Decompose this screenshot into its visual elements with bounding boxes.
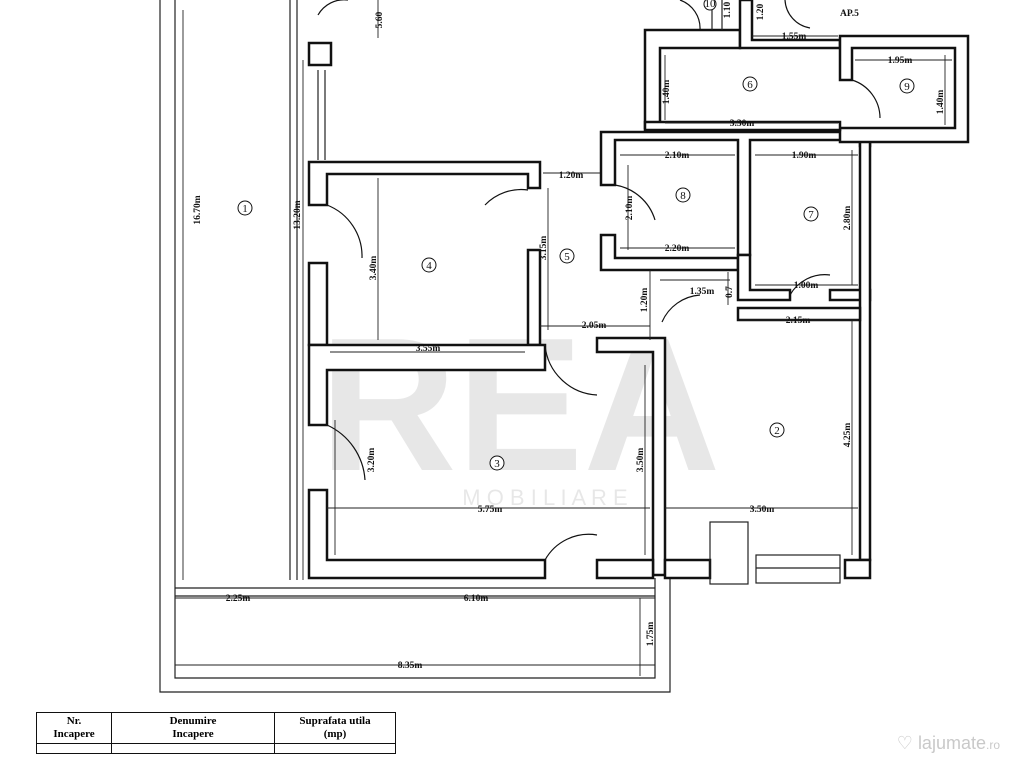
table-cell — [111, 743, 275, 754]
dim-3-55: 3.55m — [416, 344, 441, 354]
dim-6-10: 6.10m — [464, 594, 489, 604]
dimension-labels: 5.60 16.70m 13.20m 3.40m 3.55m 1.20m 3.1… — [193, 1, 946, 671]
room-marker-5: 5 — [559, 248, 575, 264]
room-7-walls — [736, 138, 872, 562]
header-area-label: Suprafata utila (mp) — [299, 715, 371, 740]
svg-text:10: 10 — [705, 0, 717, 10]
room-markers: 1 2 3 4 5 6 7 8 9 10 — [237, 0, 915, 471]
dim-3-15: 3.15m — [539, 236, 549, 261]
dim-1-90: 1.90m — [792, 151, 817, 161]
room-8-walls — [599, 130, 872, 272]
header-area: Suprafata utila (mp) — [274, 712, 396, 744]
table-cell — [36, 743, 112, 754]
header-room-number-label: Nr. Incapere — [53, 715, 95, 740]
dim-2-10b: 2.10m — [625, 196, 635, 221]
dim-2-05: 2.05m — [582, 321, 607, 331]
dim-1-35: 1.35m — [690, 287, 715, 297]
room-3-walls — [307, 336, 667, 580]
room-marker-1: 1 — [237, 200, 253, 216]
svg-text:5: 5 — [564, 251, 570, 263]
room-marker-6: 6 — [742, 76, 758, 92]
brand-suffix: .ro — [985, 738, 1000, 752]
dim-2-15: 2.15m — [786, 316, 811, 326]
svg-text:4: 4 — [426, 260, 432, 272]
table-header-row: Nr. Incapere Denumire Incapere Suprafata… — [36, 712, 396, 744]
pillar — [307, 41, 333, 67]
svg-text:2: 2 — [774, 425, 780, 437]
table-cell — [274, 743, 396, 754]
dim-13-20: 13.20m — [293, 200, 303, 229]
dim-1-55: 1.55m — [782, 32, 807, 42]
header-room-number: Nr. Incapere — [36, 712, 112, 744]
svg-text:7: 7 — [808, 209, 814, 221]
dimension-lines — [175, 0, 952, 676]
svg-text:6: 6 — [747, 79, 753, 91]
brand-name: lajumate — [917, 733, 986, 753]
dim-3-30: 3.30m — [730, 119, 755, 129]
room-marker-7: 7 — [803, 206, 819, 222]
dim-2-10a: 2.10m — [665, 151, 690, 161]
terrace-outline — [159, 0, 671, 693]
room-marker-4: 4 — [421, 257, 437, 273]
dim-1-20c: 1.20 — [756, 3, 766, 20]
svg-text:8: 8 — [680, 190, 686, 202]
dim-2-80: 2.80m — [843, 206, 853, 231]
room-marker-8: 8 — [675, 187, 691, 203]
dim-3-50b: 3.50m — [750, 505, 775, 515]
room-marker-9: 9 — [899, 78, 915, 94]
table-row — [36, 743, 396, 754]
dim-1-10: 1.10 — [723, 1, 733, 18]
heart-check-icon: ♡ — [896, 733, 913, 753]
dim-0-7: 0.7 — [725, 286, 735, 298]
room-4-walls — [307, 160, 542, 347]
dim-1-75: 1.75m — [646, 622, 656, 647]
dim-2-20: 2.20m — [665, 244, 690, 254]
dim-1-20a: 1.20m — [559, 171, 584, 181]
svg-text:9: 9 — [904, 81, 910, 93]
room-area-table: Nr. Incapere Denumire Incapere Suprafata… — [36, 712, 396, 754]
room-6-walls — [643, 0, 970, 144]
header-room-name-label: Denumire Incapere — [169, 715, 217, 740]
dim-3-50a: 3.50m — [636, 448, 646, 473]
dim-1-20b: 1.20m — [640, 288, 650, 313]
dim-1-00: 1.00m — [794, 281, 819, 291]
room-marker-10: 10 — [703, 0, 717, 11]
room-marker-3: 3 — [489, 455, 505, 471]
dim-3-20: 3.20m — [367, 448, 377, 473]
svg-text:3: 3 — [494, 458, 500, 470]
header-room-name: Denumire Incapere — [111, 712, 275, 744]
room-2-walls — [661, 294, 872, 585]
dim-1-95: 1.95m — [888, 56, 913, 66]
dim-3-40: 3.40m — [369, 256, 379, 281]
dim-1-40a: 1.40m — [662, 80, 672, 105]
watermark-sub: M O B I L I A R E — [462, 485, 627, 510]
dim-4-25: 4.25m — [843, 423, 853, 448]
dim-5-60: 5.60 — [375, 11, 385, 28]
dim-8-35: 8.35m — [398, 661, 423, 671]
terrace-door-top — [317, 0, 348, 16]
dim-2-25: 2.25m — [226, 594, 251, 604]
dim-5-75: 5.75m — [478, 505, 503, 515]
dim-16-70: 16.70m — [193, 195, 203, 224]
apartment-label: AP.5 — [840, 9, 859, 19]
dim-1-40b: 1.40m — [936, 90, 946, 115]
svg-text:1: 1 — [242, 203, 248, 215]
room-marker-2: 2 — [769, 422, 785, 438]
brand-logo[interactable]: ♡ lajumate.ro — [897, 733, 1000, 754]
